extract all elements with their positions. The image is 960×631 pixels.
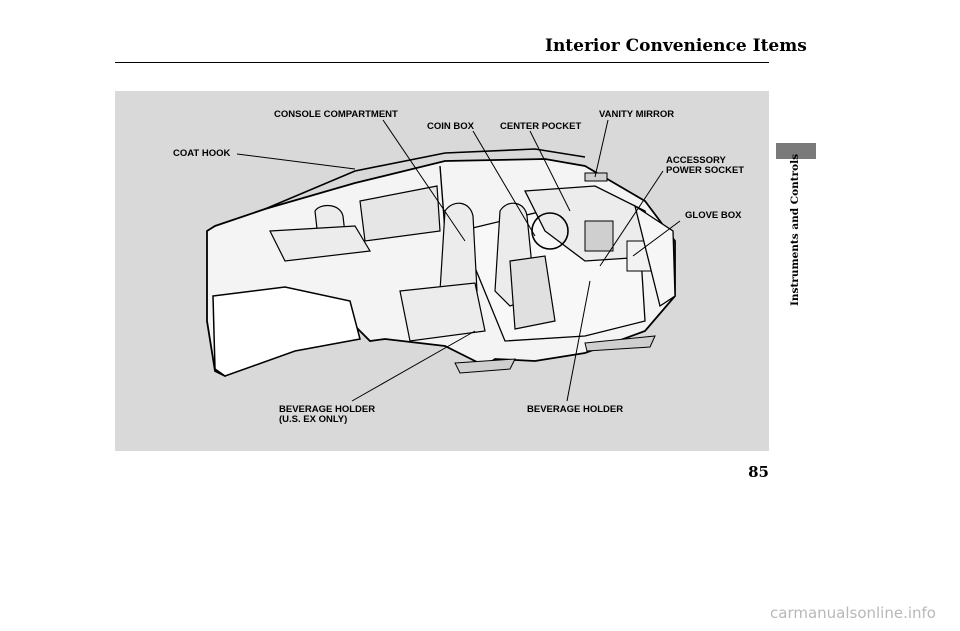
leader-beverage-holder-front <box>566 280 591 402</box>
callout-glove-box: GLOVE BOX <box>685 211 741 221</box>
callout-leaders <box>236 119 681 402</box>
page-number: 85 <box>748 463 769 481</box>
front-door <box>633 204 676 308</box>
callout-console-compartment: CONSOLE COMPARTMENT <box>274 110 398 120</box>
watermark: carmanualsonline.info <box>770 604 936 622</box>
callout-vanity-mirror-text: VANITY MIRROR <box>599 109 675 120</box>
leader-coin-box <box>472 130 536 237</box>
car-interior-illustration <box>206 119 681 402</box>
rear-floor-mat <box>454 358 516 374</box>
callout-beverage-holder-front: BEVERAGE HOLDER <box>527 405 623 415</box>
leader-coat-hook <box>236 153 356 170</box>
leader-vanity-mirror <box>594 119 609 178</box>
leader-console-compartment <box>382 119 466 242</box>
callout-beverage-holder-rear-line1: BEVERAGE HOLDER <box>279 404 376 415</box>
leader-glove-box <box>632 220 681 257</box>
leader-accessory-power-socket <box>599 170 664 267</box>
section-title: Interior Convenience Items <box>545 36 807 56</box>
trunk-panel <box>212 286 361 377</box>
callout-coat-hook: COAT HOOK <box>173 149 230 159</box>
callout-coin-box-text: COIN BOX <box>427 121 474 132</box>
rear-seat-cushion <box>269 225 371 262</box>
front-cushion <box>399 282 486 342</box>
center-console <box>509 255 556 330</box>
roof-frame <box>264 148 586 210</box>
callout-accessory-power-socket-line2: POWER SOCKET <box>666 165 745 176</box>
center-stack <box>584 220 614 252</box>
callout-accessory-power-socket: ACCESSORY POWER SOCKET <box>666 156 744 176</box>
callout-console-compartment-text: CONSOLE COMPARTMENT <box>274 109 398 120</box>
section-tab-label: Instruments and Controls <box>789 153 801 306</box>
leader-center-pocket <box>529 130 571 212</box>
callout-vanity-mirror: VANITY MIRROR <box>599 110 674 120</box>
callout-coat-hook-text: COAT HOOK <box>173 148 231 159</box>
callout-center-pocket: CENTER POCKET <box>500 122 581 132</box>
leader-beverage-holder-rear <box>351 330 476 402</box>
callout-beverage-holder-rear-line2: (U.S. EX ONLY) <box>279 414 348 425</box>
callout-accessory-power-socket-line1: ACCESSORY <box>666 155 726 166</box>
header-divider <box>115 62 769 63</box>
callout-beverage-holder-front-text: BEVERAGE HOLDER <box>527 404 624 415</box>
front-floor-mat <box>584 335 656 352</box>
callout-center-pocket-text: CENTER POCKET <box>500 121 582 132</box>
interior-figure: CONSOLE COMPARTMENT COIN BOX CENTER POCK… <box>115 91 769 451</box>
section-tab-marker <box>776 143 816 159</box>
callout-beverage-holder-rear: BEVERAGE HOLDER (U.S. EX ONLY) <box>279 405 375 425</box>
callout-coin-box: COIN BOX <box>427 122 474 132</box>
callout-glove-box-text: GLOVE BOX <box>685 210 742 221</box>
rear-window <box>359 185 441 242</box>
